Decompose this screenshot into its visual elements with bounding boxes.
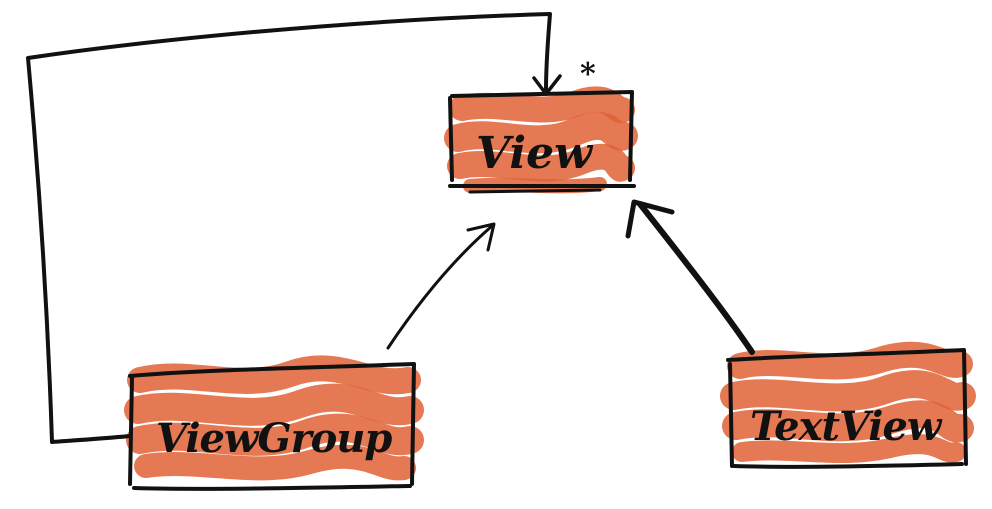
node-view-group-fill xyxy=(124,355,424,481)
edge-view-group-to-view xyxy=(386,222,496,350)
node-text-view-label: TextView xyxy=(750,403,943,450)
arrowhead xyxy=(625,199,675,239)
node-view-group: ViewGroup xyxy=(124,355,424,491)
edge-composition-loop: * xyxy=(26,12,596,444)
node-text-view-border xyxy=(726,348,968,469)
node-text-view: TextView xyxy=(720,341,976,469)
node-view: View xyxy=(444,86,638,194)
node-view-label: View xyxy=(476,128,594,179)
node-text-view-fill xyxy=(720,341,976,464)
node-view-border xyxy=(448,90,636,188)
node-view-group-label: ViewGroup xyxy=(156,415,392,462)
multiplicity-label: * xyxy=(580,57,596,92)
arrowhead xyxy=(466,222,496,252)
node-view-group-border xyxy=(128,362,416,491)
node-view-underline xyxy=(468,188,602,194)
edge-text-view-to-view xyxy=(625,199,755,355)
arrowhead xyxy=(532,74,562,96)
